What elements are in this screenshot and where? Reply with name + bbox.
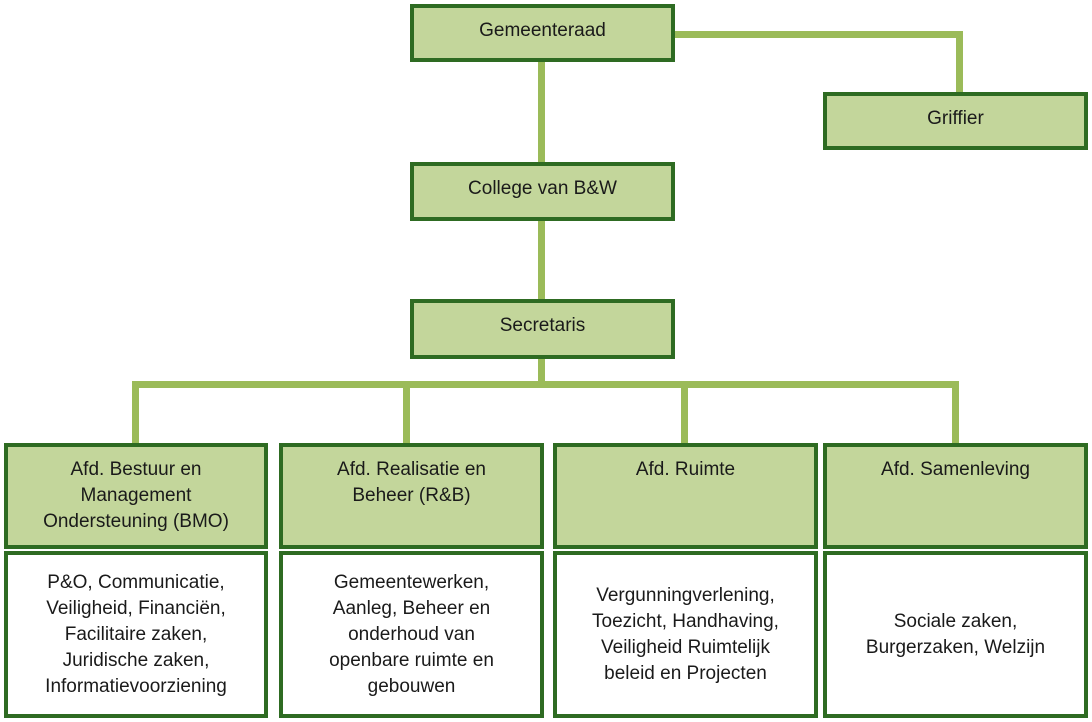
connector-dept-ruimte [681, 381, 688, 445]
connector-council-college [538, 60, 545, 164]
department-tasks-text: Sociale zaken, Burgerzaken, Welzijn [865, 610, 1046, 658]
department-header-rb: Afd. Realisatie en Beheer (R&B) [279, 443, 544, 549]
secretary-box: Secretaris [410, 299, 675, 359]
registrar-box: Griffier [823, 92, 1088, 150]
department-header-ruimte: Afd. Ruimte [553, 443, 818, 549]
connector-dept-bmo [132, 381, 139, 445]
department-header-bmo: Afd. Bestuur en Management Ondersteuning… [4, 443, 268, 549]
department-header-samenleving: Afd. Samenleving [823, 443, 1088, 549]
connector-departments-bar [132, 381, 959, 388]
connector-council-registrar-h [673, 31, 963, 38]
department-title: Afd. Samenleving [881, 459, 1030, 480]
department-title: Afd. Realisatie en Beheer (R&B) [337, 459, 486, 506]
department-tasks-rb: Gemeentewerken, Aanleg, Beheer en onderh… [279, 551, 544, 718]
college-label: College van B&W [468, 178, 617, 199]
connector-dept-rb [403, 381, 410, 445]
department-tasks-text: Vergunningverlening, Toezicht, Handhavin… [592, 584, 779, 684]
department-title: Afd. Ruimte [635, 459, 736, 480]
department-title: Afd. Bestuur en Management Ondersteuning… [43, 459, 229, 532]
department-tasks-text: P&O, Communicatie, Veiligheid, Financiën… [45, 571, 227, 697]
registrar-label: Griffier [927, 108, 984, 129]
department-tasks-bmo: P&O, Communicatie, Veiligheid, Financiën… [4, 551, 268, 718]
connector-council-registrar-v [956, 31, 963, 94]
council-box: Gemeenteraad [410, 4, 675, 62]
connector-dept-samenleving [952, 381, 959, 445]
connector-secretary-down [538, 357, 545, 387]
department-tasks-samenleving: Sociale zaken, Burgerzaken, Welzijn [823, 551, 1088, 718]
department-tasks-ruimte: Vergunningverlening, Toezicht, Handhavin… [553, 551, 818, 718]
secretary-label: Secretaris [499, 315, 586, 336]
connector-college-secretary [538, 219, 545, 301]
college-box: College van B&W [410, 162, 675, 221]
council-label: Gemeenteraad [479, 20, 606, 41]
department-tasks-text: Gemeentewerken, Aanleg, Beheer en onderh… [329, 571, 494, 697]
